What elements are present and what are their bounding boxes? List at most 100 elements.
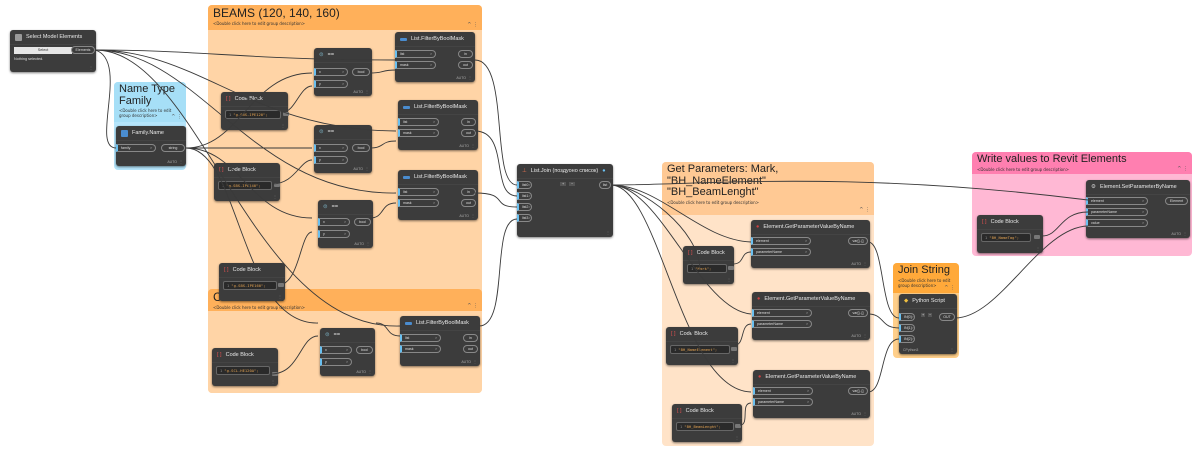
input-port-list[interactable]: list bbox=[395, 50, 436, 58]
output-port-bool[interactable]: bool bbox=[356, 346, 373, 354]
node-code-block-mark[interactable]: [ ]Code Block 1"Mark"; ⋮ bbox=[683, 246, 734, 284]
output-port-out[interactable]: out bbox=[458, 61, 473, 69]
menu-icon[interactable]: ⋮ bbox=[271, 379, 275, 384]
output-port-in[interactable]: in bbox=[463, 334, 478, 342]
menu-icon[interactable]: ⋮ bbox=[735, 435, 739, 440]
node-get-parameter-3[interactable]: ●Element.GetParameterValueByName element… bbox=[753, 370, 870, 418]
input-port-element[interactable]: element bbox=[1086, 197, 1148, 205]
input-port-list[interactable]: list bbox=[398, 188, 439, 196]
input-port-in2[interactable]: IN[2] bbox=[899, 335, 915, 343]
node-filter-by-bool-mask-2[interactable]: List.FilterByBoolMask list mask in out A… bbox=[398, 100, 478, 150]
output-port-in[interactable]: in bbox=[461, 118, 476, 126]
output-port-string[interactable]: string bbox=[161, 144, 185, 152]
menu-icon[interactable]: ⋮ bbox=[1036, 246, 1040, 251]
input-port-mask[interactable]: mask bbox=[400, 345, 441, 353]
input-port-value[interactable]: value bbox=[1086, 219, 1148, 227]
menu-icon[interactable]: ⋮ bbox=[471, 213, 475, 218]
code-editor[interactable]: 1"BH_NameTag"; bbox=[981, 233, 1031, 242]
menu-icon[interactable]: ⋮ bbox=[863, 333, 867, 338]
output-port-out[interactable]: OUT bbox=[939, 313, 955, 321]
code-editor[interactable]: 1"g-SCL-HE120A"; bbox=[216, 366, 270, 375]
output-port-bool[interactable]: bool bbox=[354, 218, 371, 226]
input-port-list[interactable]: list bbox=[398, 118, 439, 126]
output-port-bool[interactable]: bool bbox=[352, 68, 370, 76]
output-port-out[interactable]: out bbox=[461, 129, 476, 137]
input-port-list3[interactable]: list3 bbox=[517, 214, 532, 222]
menu-icon[interactable]: ⋮ bbox=[281, 123, 285, 128]
menu-icon[interactable]: ⋮ bbox=[365, 89, 369, 94]
select-button[interactable]: Select bbox=[14, 47, 72, 54]
output-port-in[interactable]: in bbox=[461, 188, 476, 196]
code-editor[interactable]: 1"g-SBS-IPE160"; bbox=[223, 281, 277, 290]
input-port-in1[interactable]: IN[1] bbox=[899, 324, 915, 332]
input-port-list0[interactable]: list0 bbox=[517, 181, 532, 189]
input-port-element[interactable]: element bbox=[752, 309, 812, 317]
collapse-icon[interactable]: ^ ⋮ bbox=[1177, 166, 1188, 172]
menu-icon[interactable]: ⋮ bbox=[468, 75, 472, 80]
node-python-script[interactable]: ◆Python Script IN[0] IN[1] IN[2] + − OUT… bbox=[899, 294, 957, 354]
output-port-element[interactable]: Element bbox=[1165, 197, 1188, 205]
menu-icon[interactable]: ⋮ bbox=[365, 166, 369, 171]
node-code-block-ipe120[interactable]: [ ]Code Block 1"g-SBS-IPE120"; ⋮ bbox=[221, 92, 289, 130]
input-port-parameter-name[interactable]: parameterName bbox=[752, 320, 812, 328]
add-input-button[interactable]: + bbox=[921, 313, 926, 317]
menu-icon[interactable]: ⋮ bbox=[89, 65, 93, 70]
output-port[interactable] bbox=[1034, 235, 1040, 239]
output-port[interactable] bbox=[278, 283, 284, 287]
collapse-icon[interactable]: ^ ⋮ bbox=[944, 285, 955, 291]
node-code-block-beam-length[interactable]: [ ]Code Block 1"BH_BeamLenght"; ⋮ bbox=[672, 404, 742, 442]
node-family-name[interactable]: Family.Name family string AUTO ⋮ bbox=[116, 126, 186, 166]
output-port[interactable] bbox=[283, 112, 289, 116]
input-port-x[interactable]: x bbox=[320, 346, 352, 354]
menu-icon[interactable]: ⋮ bbox=[368, 369, 372, 374]
code-editor[interactable]: 1"BH_BeamLenght"; bbox=[676, 422, 734, 431]
menu-icon[interactable]: ⋮ bbox=[727, 277, 731, 282]
output-port-bool[interactable]: bool bbox=[352, 144, 370, 152]
menu-icon[interactable]: ⋮ bbox=[366, 241, 370, 246]
input-port-parameter-name[interactable]: parameterName bbox=[751, 248, 811, 256]
node-code-block-name-tag[interactable]: [ ]Code Block 1"BH_NameTag"; ⋮ bbox=[977, 215, 1043, 253]
output-port-list[interactable]: list bbox=[599, 181, 611, 189]
input-port-mask[interactable]: mask bbox=[398, 129, 439, 137]
menu-icon[interactable]: ⋮ bbox=[278, 294, 282, 299]
menu-icon[interactable]: ⋮ bbox=[731, 358, 735, 363]
output-port[interactable] bbox=[272, 372, 278, 376]
node-code-block-name-element[interactable]: [ ]Code Block 1"BH_NameElement"; ⋮ bbox=[666, 327, 738, 365]
collapse-icon[interactable]: ^ ⋮ bbox=[171, 114, 182, 120]
menu-icon[interactable]: ⋮ bbox=[273, 194, 277, 199]
input-port-parameter-name[interactable]: parameterName bbox=[753, 398, 813, 406]
node-filter-by-bool-mask-3[interactable]: List.FilterByBoolMask list mask in out A… bbox=[398, 170, 478, 220]
node-code-block-ipe160[interactable]: [ ]Code Block 1"g-SBS-IPE160"; ⋮ bbox=[219, 263, 285, 301]
output-port-out[interactable]: out bbox=[463, 345, 478, 353]
node-equals-2[interactable]: ⊜== x y bool AUTO ⋮ bbox=[314, 125, 372, 173]
input-port-x[interactable]: x bbox=[314, 68, 348, 76]
input-port-x[interactable]: x bbox=[314, 144, 348, 152]
node-filter-by-bool-mask-1[interactable]: List.FilterByBoolMask list mask in out A… bbox=[395, 32, 475, 82]
input-port-x[interactable]: x bbox=[318, 218, 350, 226]
node-get-parameter-2[interactable]: ●Element.GetParameterValueByName element… bbox=[752, 292, 870, 340]
input-port-in0[interactable]: IN[0] bbox=[899, 313, 915, 321]
input-port-y[interactable]: y bbox=[318, 230, 350, 238]
menu-icon[interactable]: ⋮ bbox=[471, 143, 475, 148]
menu-icon[interactable]: ⋮ bbox=[1183, 231, 1187, 236]
node-equals-3[interactable]: ⊜== x y bool AUTO ⋮ bbox=[318, 200, 373, 248]
node-select-model-elements[interactable]: Select Model Elements Select Elements No… bbox=[10, 30, 96, 72]
input-port-element[interactable]: element bbox=[753, 387, 813, 395]
menu-icon[interactable]: ⋮ bbox=[179, 159, 183, 164]
node-code-block-ipe140[interactable]: [ ]Code Block 1"g-SBS-IPE140"; ⋮ bbox=[214, 163, 280, 201]
menu-icon[interactable]: ⋮ bbox=[606, 230, 610, 235]
add-input-button[interactable]: + bbox=[560, 182, 567, 186]
code-editor[interactable]: 1"BH_NameElement"; bbox=[670, 345, 730, 354]
node-equals-1[interactable]: ⊜== x y bool AUTO ⋮ bbox=[314, 48, 372, 96]
node-equals-4[interactable]: ⊜== x y bool AUTO ⋮ bbox=[320, 328, 375, 376]
collapse-icon[interactable]: ^ ⋮ bbox=[467, 303, 478, 309]
input-port-list[interactable]: list bbox=[400, 334, 441, 342]
collapse-icon[interactable]: ^ ⋮ bbox=[859, 207, 870, 213]
output-port-var[interactable]: var[]..[] bbox=[848, 387, 868, 395]
menu-icon[interactable]: ⋮ bbox=[950, 347, 954, 352]
output-port-var[interactable]: var[]..[] bbox=[848, 309, 868, 317]
input-port-mask[interactable]: mask bbox=[398, 199, 439, 207]
output-port[interactable] bbox=[735, 424, 741, 428]
output-port-elements[interactable]: Elements bbox=[71, 46, 95, 54]
node-list-join[interactable]: ⊥List.Join (поздуоно список)● list0 list… bbox=[517, 164, 613, 237]
